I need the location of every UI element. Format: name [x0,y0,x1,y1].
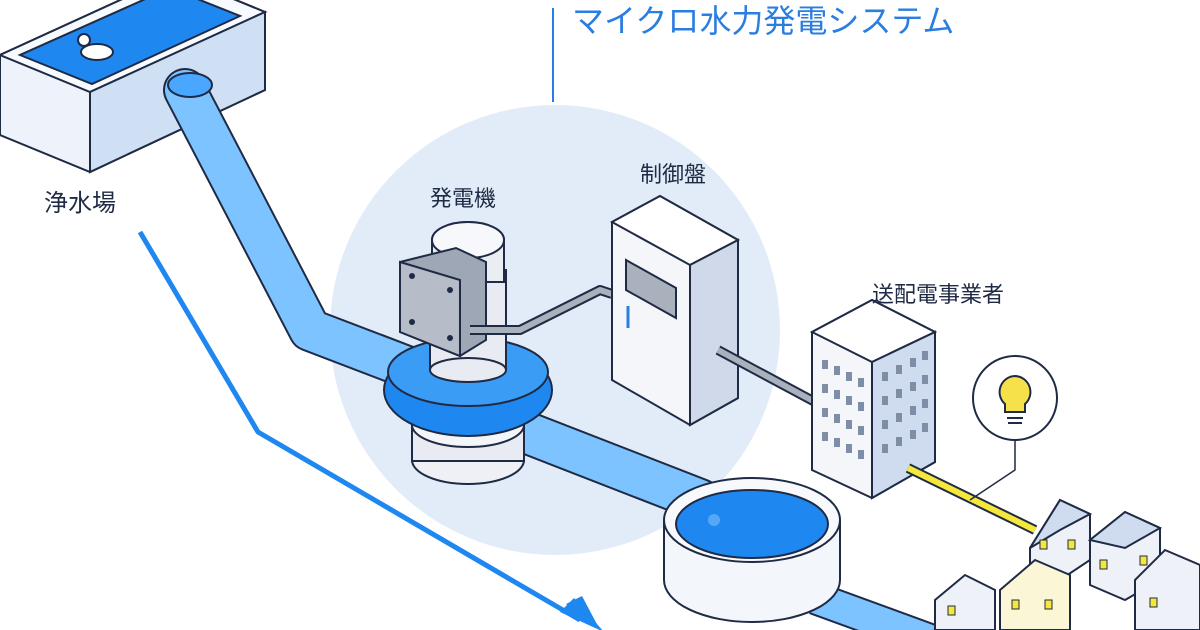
discharge-basin [663,477,841,623]
building-windows [822,351,928,459]
flow-arrow [137,230,603,630]
label-control-panel: 制御盤 [640,163,706,188]
generator [383,221,553,485]
label-utility: 送配電事業者 [872,283,1004,308]
discharge-pipe [809,582,936,630]
lightbulb-icon [998,374,1032,424]
lightbulb-callout [969,355,1058,501]
duck-icon [77,33,114,61]
label-generator: 発電機 [430,187,496,212]
town-houses [934,498,1200,630]
purification-plant-tank [0,0,268,174]
junction-box [399,246,487,358]
utility-building [809,298,938,500]
outlet-pipe [498,408,722,522]
diagram-title: マイクロ水力発電システム [572,2,954,40]
penstock-pipe [163,68,442,394]
control-panel [609,194,741,427]
label-purification-plant: 浄水場 [44,189,116,217]
